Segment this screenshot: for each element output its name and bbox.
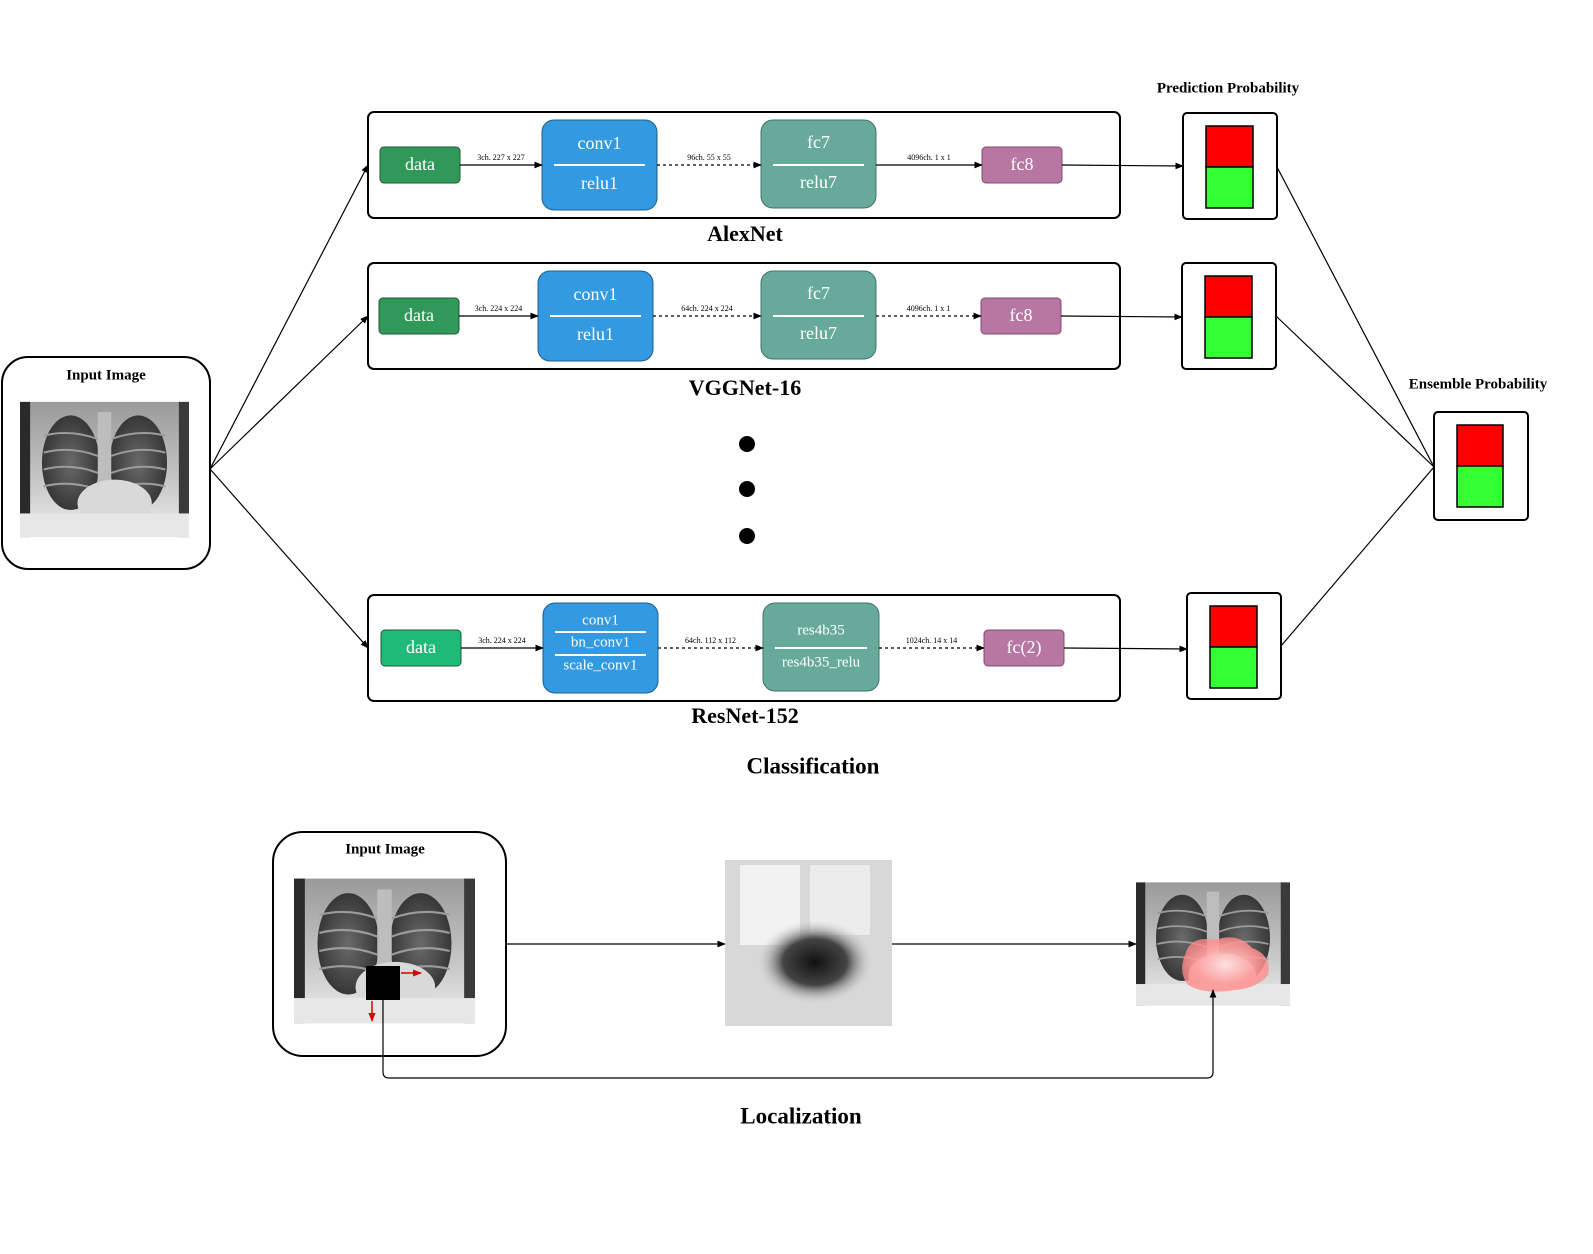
probability-bar-green <box>1204 316 1253 359</box>
edge-label: 1024ch. 14 x 14 <box>906 636 958 645</box>
conv-block-label: relu1 <box>577 324 614 344</box>
probability-bar-green <box>1209 646 1258 689</box>
data-node-label: data <box>404 305 434 325</box>
fc-block-label: res4b35_relu <box>782 654 861 670</box>
occlusion-square-icon <box>366 966 400 1000</box>
probability-bar-green <box>1205 166 1254 209</box>
ellipsis-dot <box>739 528 755 544</box>
ensemble-line <box>1275 315 1435 468</box>
edge-label: 4096ch. 1 x 1 <box>907 304 951 313</box>
localization-input-label: Input Image <box>345 841 425 857</box>
fc-block-label: fc7 <box>807 132 830 152</box>
data-node-label: data <box>405 154 435 174</box>
input-image-label: Input Image <box>66 367 146 383</box>
edge-arrow <box>1060 313 1183 321</box>
edge-label: 64ch. 224 x 224 <box>681 304 733 313</box>
edge-arrow <box>1063 645 1188 653</box>
heatmap-overlay-region <box>1182 937 1269 992</box>
conv-block-label: conv1 <box>578 133 622 153</box>
conv-block-label: bn_conv1 <box>571 634 630 650</box>
edge-label: 3ch. 224 x 224 <box>475 304 523 313</box>
edge-label: 3ch. 227 x 227 <box>477 153 525 162</box>
edge-label: 3ch. 224 x 224 <box>478 636 526 645</box>
network-row: ResNet-152 data conv1 bn_conv1 scale_conv1 re… <box>209 468 1282 728</box>
edge-arrow <box>209 468 369 649</box>
fc-block-label: fc7 <box>807 283 830 303</box>
probability-bar-red <box>1209 605 1258 648</box>
network-name: VGGNet-16 <box>689 375 801 400</box>
fc-block-label: relu7 <box>800 323 837 343</box>
chest-xray-image <box>294 877 475 1025</box>
fc-block-label: res4b35 <box>797 622 845 638</box>
network-row: AlexNet data conv1 relu1 fc7 relu7 fc8 3ch. 227… <box>209 111 1278 470</box>
edge-arrow <box>1061 162 1184 170</box>
occlusion-heatmap-image <box>725 860 892 1026</box>
edge-arrow <box>209 315 369 470</box>
ellipsis-dot <box>739 481 755 497</box>
edge-label: 96ch. 55 x 55 <box>687 153 731 162</box>
conv-block-label: conv1 <box>582 612 619 628</box>
probability-bar-red <box>1205 125 1254 168</box>
ellipsis-dot <box>739 436 755 452</box>
ensemble-line <box>1280 466 1435 647</box>
localization-title: Localization <box>740 1103 862 1128</box>
classification-title: Classification <box>747 753 880 778</box>
heatmap-dark-region <box>757 920 873 1004</box>
prediction-probability-label: Prediction Probability <box>1157 80 1300 96</box>
probability-bar-red <box>1204 275 1253 318</box>
output-node-label: fc8 <box>1010 305 1033 325</box>
fc-block-label: relu7 <box>800 172 837 192</box>
output-node-label: fc8 <box>1011 154 1034 174</box>
edge-label: 64ch. 112 x 112 <box>685 636 736 645</box>
conv-block-label: conv1 <box>574 284 618 304</box>
network-name: ResNet-152 <box>691 703 799 728</box>
network-name: AlexNet <box>707 221 783 246</box>
chest-xray-image <box>20 400 189 539</box>
data-node-label: data <box>406 637 436 657</box>
edge-label: 4096ch. 1 x 1 <box>907 153 951 162</box>
feedback-arrow <box>382 989 1217 1079</box>
ensemble-probability-label: Ensemble Probability <box>1409 376 1548 392</box>
conv-block-label: relu1 <box>581 173 618 193</box>
output-node-label: fc(2) <box>1007 637 1042 658</box>
edge-arrow <box>209 164 369 470</box>
probability-bar-green <box>1456 465 1504 508</box>
network-row: VGGNet-16 data conv1 relu1 fc7 relu7 fc8 3ch. 2… <box>209 262 1277 470</box>
ensemble-line <box>1276 166 1435 468</box>
conv-block-label: scale_conv1 <box>563 657 637 673</box>
probability-bar-red <box>1456 424 1504 467</box>
